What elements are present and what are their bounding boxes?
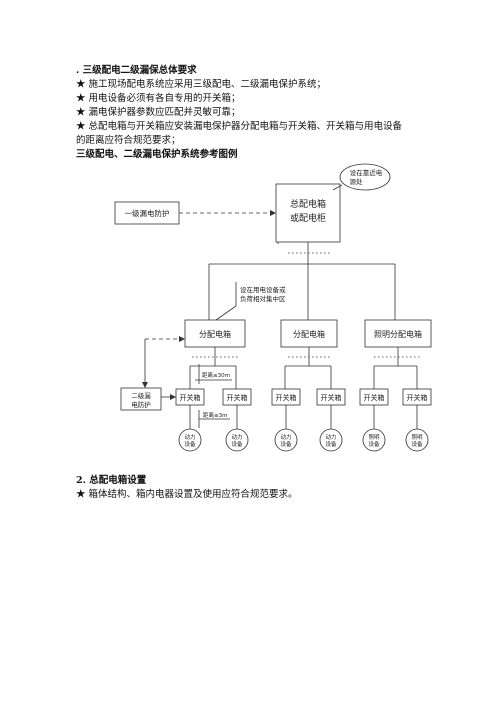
level2-protect-box — [120, 387, 162, 411]
device-circle-5 — [362, 428, 386, 452]
distance-30m-label: 距离≤30m — [202, 371, 230, 379]
switch-box-6-label: 开关箱 — [407, 393, 428, 402]
switch-box-4-label: 开关箱 — [321, 393, 342, 402]
device-5-label-2: 设备 — [368, 440, 380, 448]
callout-text-2: 源处 — [350, 177, 364, 186]
section1-heading: . 三级配电二级漏保总体要求 — [76, 65, 197, 76]
switch-box-3-label: 开关箱 — [276, 393, 297, 402]
dist-note-1: 设在用电设备或 — [240, 285, 286, 294]
diagram-title: 三级配电、二级漏电保护系统参考图例 — [76, 149, 238, 160]
main-box-label-1: 总配电箱 — [290, 198, 326, 210]
device-6-label-2: 设备 — [411, 440, 423, 448]
device-1-label-2: 设备 — [184, 440, 196, 448]
distance-3m-label: 距离≤3m — [203, 411, 227, 419]
device-1-label-1: 动力 — [184, 433, 195, 441]
device-circle-1 — [178, 428, 202, 452]
requirement-2: ★ 用电设备必须有各自专用的开关箱； — [76, 93, 241, 104]
requirement-4-cont: 的距离应符合规范要求； — [76, 135, 181, 146]
dist-box-1 — [184, 319, 246, 348]
requirement-4: ★ 总配电箱与开关箱应安装漏电保护器分配电箱与开关箱、开关箱与用电设备 — [76, 121, 403, 132]
main-distribution-box — [275, 183, 341, 243]
dist-note-2: 负荷相对集中区 — [240, 294, 286, 303]
switch-box-2-label: 开关箱 — [227, 393, 248, 402]
main-box-label-2: 或配电柜 — [290, 212, 326, 224]
level2-protect-label-2: 电防护 — [131, 400, 151, 409]
dist-box-1-label: 分配电箱 — [199, 329, 231, 339]
device-5-label-1: 照明 — [368, 434, 380, 441]
section2-item-1: ★ 箱体结构、箱内电器设置及使用应符合规范要求。 — [76, 489, 298, 500]
device-6-label-1: 照明 — [411, 434, 423, 441]
device-4-label-2: 设备 — [325, 440, 337, 448]
section2-heading: 2. 总配电箱设置 — [76, 475, 147, 486]
callout-text-1: 设在靠近电 — [350, 168, 383, 177]
device-circle-6 — [405, 428, 429, 452]
requirement-1: ★ 施工现场配电系统应采用三级配电、二级漏电保护系统； — [76, 79, 327, 90]
device-circle-2 — [225, 428, 249, 452]
device-2-label-1: 动力 — [231, 433, 242, 441]
device-3-label-1: 动力 — [280, 433, 291, 441]
device-3-label-2: 设备 — [280, 440, 292, 448]
level1-protect-label: 一级漏电防护 — [125, 208, 170, 218]
device-circle-4 — [319, 428, 343, 452]
device-4-label-1: 动力 — [325, 433, 336, 441]
requirement-3: ★ 漏电保护器参数应匹配并灵敏可靠； — [76, 107, 241, 118]
device-2-label-2: 设备 — [231, 440, 243, 448]
dist-box-3-label: 照明分配电箱 — [374, 329, 422, 339]
dist-box-3 — [364, 319, 432, 348]
switch-box-1-label: 开关箱 — [180, 393, 201, 402]
level2-protect-label-1: 二级漏 — [131, 391, 151, 400]
device-circle-3 — [274, 428, 298, 452]
switch-box-5-label: 开关箱 — [364, 393, 385, 402]
callout-bubble — [339, 163, 391, 191]
dist-box-2-label: 分配电箱 — [293, 329, 325, 339]
